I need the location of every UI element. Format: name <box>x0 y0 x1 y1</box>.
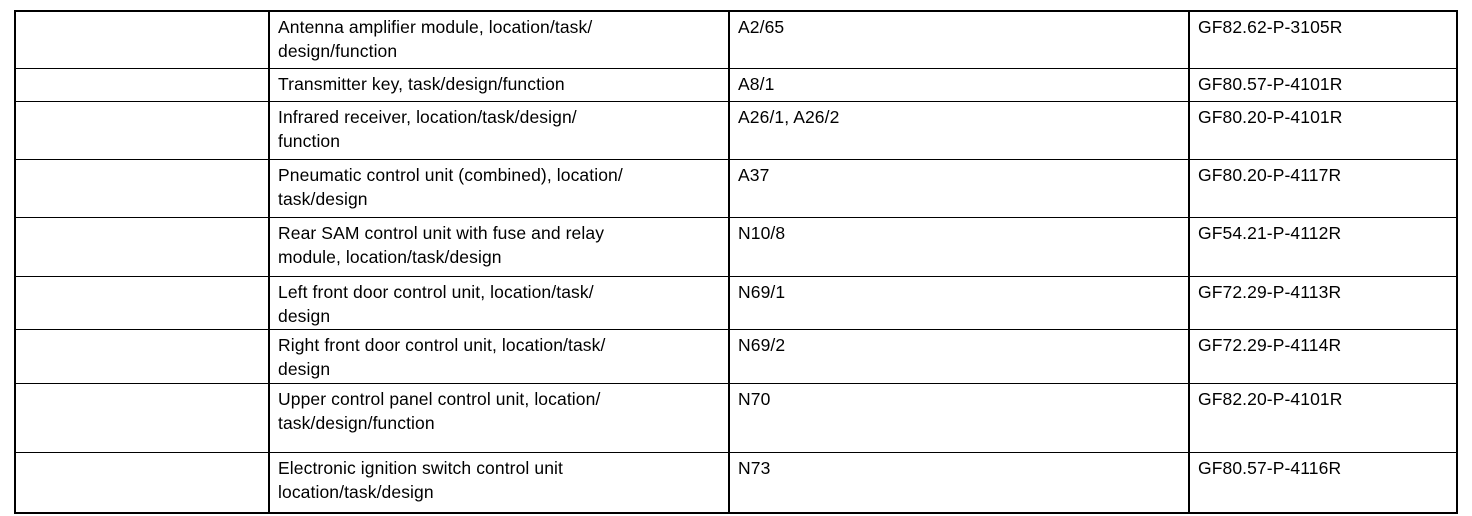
row-document-text: GF72.29-P-4113R <box>1198 282 1342 302</box>
row-description-text: Upper control panel control unit, locati… <box>278 389 601 433</box>
row-description-cell: Pneumatic control unit (combined), locat… <box>268 159 729 218</box>
row-blank-cell <box>15 159 269 218</box>
table-row: Antenna amplifier module, location/task/… <box>15 10 1457 69</box>
row-component-cell: N69/1 <box>728 276 1189 330</box>
row-document-text: GF82.20-P-4101R <box>1198 389 1343 409</box>
row-description-text: Pneumatic control unit (combined), locat… <box>278 165 623 209</box>
row-description-text: Transmitter key, task/design/function <box>278 74 565 94</box>
row-blank-cell <box>15 68 269 102</box>
row-document-text: GF80.57-P-4116R <box>1198 458 1342 478</box>
row-document-cell: GF80.57-P-4101R <box>1188 68 1457 102</box>
row-description-text: Antenna amplifier module, location/task/… <box>278 17 593 61</box>
row-document-cell: GF80.20-P-4117R <box>1188 159 1457 218</box>
row-component-text: A37 <box>738 165 770 185</box>
row-component-cell: A37 <box>728 159 1189 218</box>
row-blank-cell <box>15 329 269 384</box>
row-component-text: A8/1 <box>738 74 775 94</box>
row-description-text: Right front door control unit, location/… <box>278 335 606 379</box>
row-description-text: Electronic ignition switch control unit … <box>278 458 564 502</box>
row-description-text: Infrared receiver, location/task/design/… <box>278 107 577 151</box>
row-blank-cell <box>15 217 269 277</box>
row-component-cell: A26/1, A26/2 <box>728 101 1189 160</box>
row-blank-cell <box>15 101 269 160</box>
table-row: Right front door control unit, location/… <box>15 329 1457 384</box>
table-row: Upper control panel control unit, locati… <box>15 383 1457 453</box>
row-component-cell: A2/65 <box>728 10 1189 69</box>
row-component-text: N69/2 <box>738 335 786 355</box>
row-blank-cell <box>15 276 269 330</box>
row-document-cell: GF72.29-P-4114R <box>1188 329 1457 384</box>
row-description-cell: Left front door control unit, location/t… <box>268 276 729 330</box>
row-description-cell: Rear SAM control unit with fuse and rela… <box>268 217 729 277</box>
table-row: Left front door control unit, location/t… <box>15 276 1457 330</box>
row-component-text: A26/1, A26/2 <box>738 107 840 127</box>
row-component-text: N73 <box>738 458 771 478</box>
row-component-cell: N73 <box>728 452 1189 514</box>
row-document-cell: GF82.20-P-4101R <box>1188 383 1457 453</box>
row-document-text: GF82.62-P-3105R <box>1198 17 1343 37</box>
row-description-cell: Infrared receiver, location/task/design/… <box>268 101 729 160</box>
row-description-cell: Antenna amplifier module, location/task/… <box>268 10 729 69</box>
row-document-text: GF80.57-P-4101R <box>1198 74 1343 94</box>
row-component-cell: A8/1 <box>728 68 1189 102</box>
row-blank-cell <box>15 10 269 69</box>
row-document-cell: GF80.57-P-4116R <box>1188 452 1457 514</box>
row-document-text: GF80.20-P-4117R <box>1198 165 1342 185</box>
row-component-cell: N70 <box>728 383 1189 453</box>
row-description-cell: Upper control panel control unit, locati… <box>268 383 729 453</box>
table-row: Rear SAM control unit with fuse and rela… <box>15 217 1457 277</box>
row-blank-cell <box>15 383 269 453</box>
row-description-text: Left front door control unit, location/t… <box>278 282 594 326</box>
row-description-cell: Transmitter key, task/design/function <box>268 68 729 102</box>
row-document-text: GF80.20-P-4101R <box>1198 107 1343 127</box>
table-row: Pneumatic control unit (combined), locat… <box>15 159 1457 218</box>
component-reference-table: Antenna amplifier module, location/task/… <box>14 10 1458 514</box>
row-component-cell: N10/8 <box>728 217 1189 277</box>
row-document-cell: GF82.62-P-3105R <box>1188 10 1457 69</box>
table-body: Antenna amplifier module, location/task/… <box>15 10 1457 514</box>
table-row: Electronic ignition switch control unit … <box>15 452 1457 514</box>
table-row: Infrared receiver, location/task/design/… <box>15 101 1457 160</box>
row-component-text: N10/8 <box>738 223 786 243</box>
row-component-cell: N69/2 <box>728 329 1189 384</box>
row-component-text: N70 <box>738 389 771 409</box>
row-document-cell: GF54.21-P-4112R <box>1188 217 1457 277</box>
row-description-text: Rear SAM control unit with fuse and rela… <box>278 223 605 267</box>
row-blank-cell <box>15 452 269 514</box>
row-document-cell: GF72.29-P-4113R <box>1188 276 1457 330</box>
row-document-text: GF54.21-P-4112R <box>1198 223 1342 243</box>
row-document-text: GF72.29-P-4114R <box>1198 335 1342 355</box>
row-component-text: A2/65 <box>738 17 785 37</box>
row-description-cell: Right front door control unit, location/… <box>268 329 729 384</box>
table-row: Transmitter key, task/design/function A8… <box>15 68 1457 102</box>
row-component-text: N69/1 <box>738 282 786 302</box>
row-document-cell: GF80.20-P-4101R <box>1188 101 1457 160</box>
row-description-cell: Electronic ignition switch control unit … <box>268 452 729 514</box>
